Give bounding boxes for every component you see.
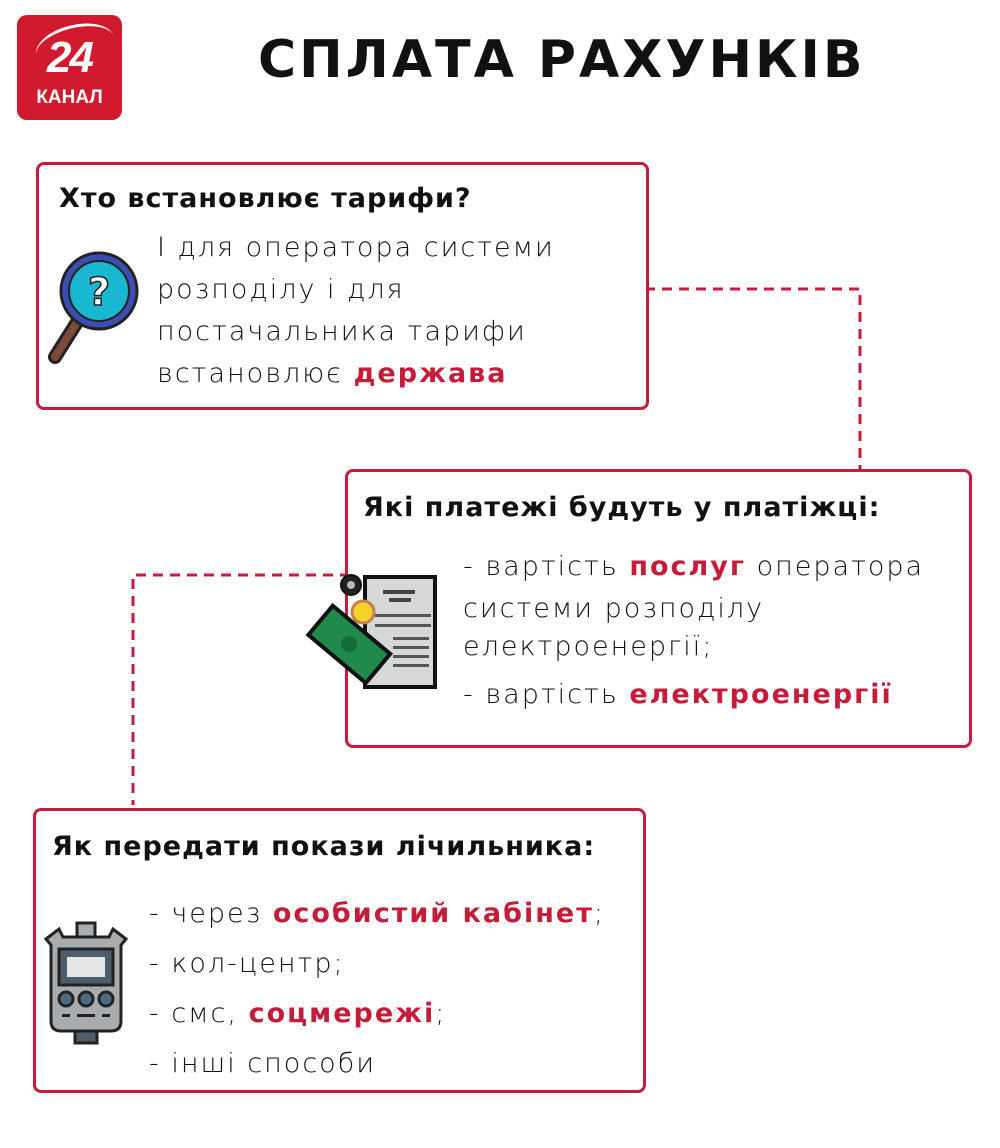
item-suffix: ;	[435, 998, 447, 1029]
box2-text: - вартість послуг оператора системи розп…	[463, 544, 924, 718]
method-call-center: - кол-центр;	[149, 948, 345, 979]
highlight-services: послуг	[629, 551, 747, 582]
box1-line: постачальника тарифи	[157, 316, 527, 347]
connector-1-2	[645, 287, 862, 470]
logo-name: КАНАЛ	[36, 87, 103, 108]
item-suffix: оператора	[746, 551, 925, 582]
payment-item-services-line2: системи розподілу	[463, 593, 765, 624]
bill-money-icon	[305, 574, 437, 689]
method-personal-cabinet: - через особистий кабінет;	[149, 889, 605, 939]
payment-item-electricity: - вартість електроенергії	[463, 672, 924, 718]
item-suffix: ;	[593, 898, 605, 929]
box1-text: І для оператора системи розподілу і для …	[157, 227, 555, 395]
box-who-sets-tariffs: Хто встановлює тарифи? ? І для оператора…	[36, 162, 649, 410]
box1-last-prefix: встановлює	[157, 358, 354, 389]
item-prefix: - вартість	[463, 551, 630, 582]
method-other: - інші способи	[149, 1048, 376, 1079]
box-meter-readings: Як передати покази лічильника: - через о…	[33, 808, 646, 1093]
page-title: СПЛАТА РАХУНКІВ	[258, 30, 866, 90]
logo-number: 24	[47, 33, 94, 82]
box-payments-in-bill: Які платежі будуть у платіжці: - вартіст…	[305, 469, 972, 748]
item-prefix: - через	[149, 898, 273, 929]
box3-heading: Як передати покази лічильника:	[52, 831, 596, 862]
highlight-electricity: електроенергії	[629, 679, 893, 710]
item-prefix: - вартість	[463, 679, 630, 710]
highlight-state: держава	[353, 358, 508, 389]
logo-24-kanal: 24 КАНАЛ	[17, 15, 122, 120]
box3-text: - через особистий кабінет; - кол-центр; …	[149, 889, 605, 1089]
box1-line: розподілу і для	[157, 274, 405, 305]
payment-item-services: - вартість послуг оператора	[463, 544, 924, 590]
box2-heading: Які платежі будуть у платіжці:	[363, 492, 881, 523]
box1-line: встановлює держава	[157, 353, 555, 395]
box1-heading: Хто встановлює тарифи?	[59, 183, 472, 214]
payment-item-services-line3: електроенергії;	[463, 631, 714, 662]
svg-text:?: ?	[88, 270, 110, 314]
item-prefix: - смс,	[149, 998, 249, 1029]
meter-device-icon	[43, 921, 129, 1045]
magnifier-question-icon: ?	[48, 251, 139, 364]
method-sms-social: - смс, соцмережі;	[149, 989, 605, 1039]
highlight-social: соцмережі	[248, 998, 436, 1029]
connector-2-3	[131, 573, 350, 805]
highlight-cabinet: особистий кабінет	[272, 898, 594, 929]
box1-line: І для оператора системи	[157, 232, 555, 263]
